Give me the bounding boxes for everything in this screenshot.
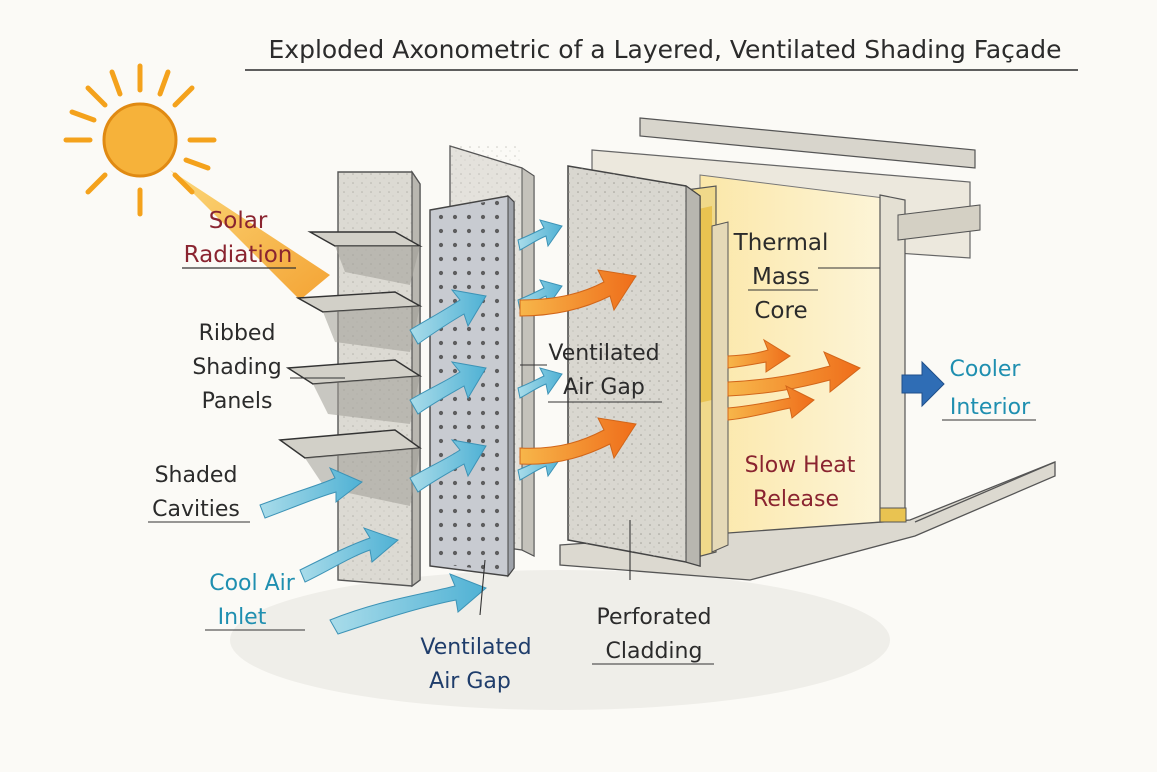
label-solar-radiation: Solar Radiation bbox=[184, 208, 293, 268]
label-slow-heat-release: Slow Heat Release bbox=[745, 453, 856, 512]
svg-text:Air Gap: Air Gap bbox=[429, 669, 511, 694]
svg-text:Shaded: Shaded bbox=[155, 463, 238, 488]
label-cool-air-inlet: Cool Air Inlet bbox=[209, 571, 296, 630]
label-ribbed-shading-panels: Ribbed Shading Panels bbox=[192, 321, 281, 414]
svg-text:Solar: Solar bbox=[209, 208, 268, 234]
svg-text:Air Gap: Air Gap bbox=[563, 375, 645, 400]
svg-text:Release: Release bbox=[753, 487, 839, 512]
svg-text:Ventilated: Ventilated bbox=[420, 635, 531, 660]
label-shaded-cavities: Shaded Cavities bbox=[152, 463, 240, 522]
svg-text:Panels: Panels bbox=[202, 389, 273, 414]
svg-text:Slow Heat: Slow Heat bbox=[745, 453, 856, 478]
svg-text:Interior: Interior bbox=[950, 395, 1031, 420]
diagram-title: Exploded Axonometric of a Layered, Venti… bbox=[268, 35, 1061, 64]
svg-text:Cavities: Cavities bbox=[152, 497, 240, 522]
cool-air-arrows bbox=[259, 219, 563, 635]
label-thermal-mass-core: Thermal Mass Core bbox=[733, 230, 829, 324]
perforated-cladding-slab bbox=[567, 165, 701, 567]
heat-arrows bbox=[519, 269, 861, 465]
label-perforated-cladding: Perforated Cladding bbox=[597, 605, 712, 664]
svg-text:Ribbed: Ribbed bbox=[199, 321, 276, 346]
svg-text:Cool Air: Cool Air bbox=[209, 571, 296, 596]
svg-text:Perforated: Perforated bbox=[597, 605, 712, 630]
svg-text:Mass: Mass bbox=[752, 264, 810, 290]
svg-text:Shading: Shading bbox=[192, 355, 281, 380]
cooler-interior-arrow-icon bbox=[901, 360, 945, 408]
svg-text:Core: Core bbox=[754, 298, 807, 324]
svg-text:Cladding: Cladding bbox=[606, 639, 703, 664]
svg-text:Ventilated: Ventilated bbox=[548, 341, 659, 366]
leader-lines bbox=[290, 267, 880, 616]
label-ventilated-air-gap-mid: Ventilated Air Gap bbox=[548, 341, 659, 400]
ribbed-shading-panels bbox=[278, 170, 423, 588]
svg-text:Thermal: Thermal bbox=[733, 230, 829, 256]
label-ventilated-air-gap-bottom: Ventilated Air Gap bbox=[420, 635, 531, 694]
svg-text:Cooler: Cooler bbox=[950, 357, 1022, 382]
svg-text:Radiation: Radiation bbox=[184, 242, 293, 268]
ground-shadow bbox=[230, 570, 890, 710]
label-cooler-interior: Cooler Interior bbox=[950, 357, 1032, 420]
svg-text:Inlet: Inlet bbox=[218, 605, 267, 630]
